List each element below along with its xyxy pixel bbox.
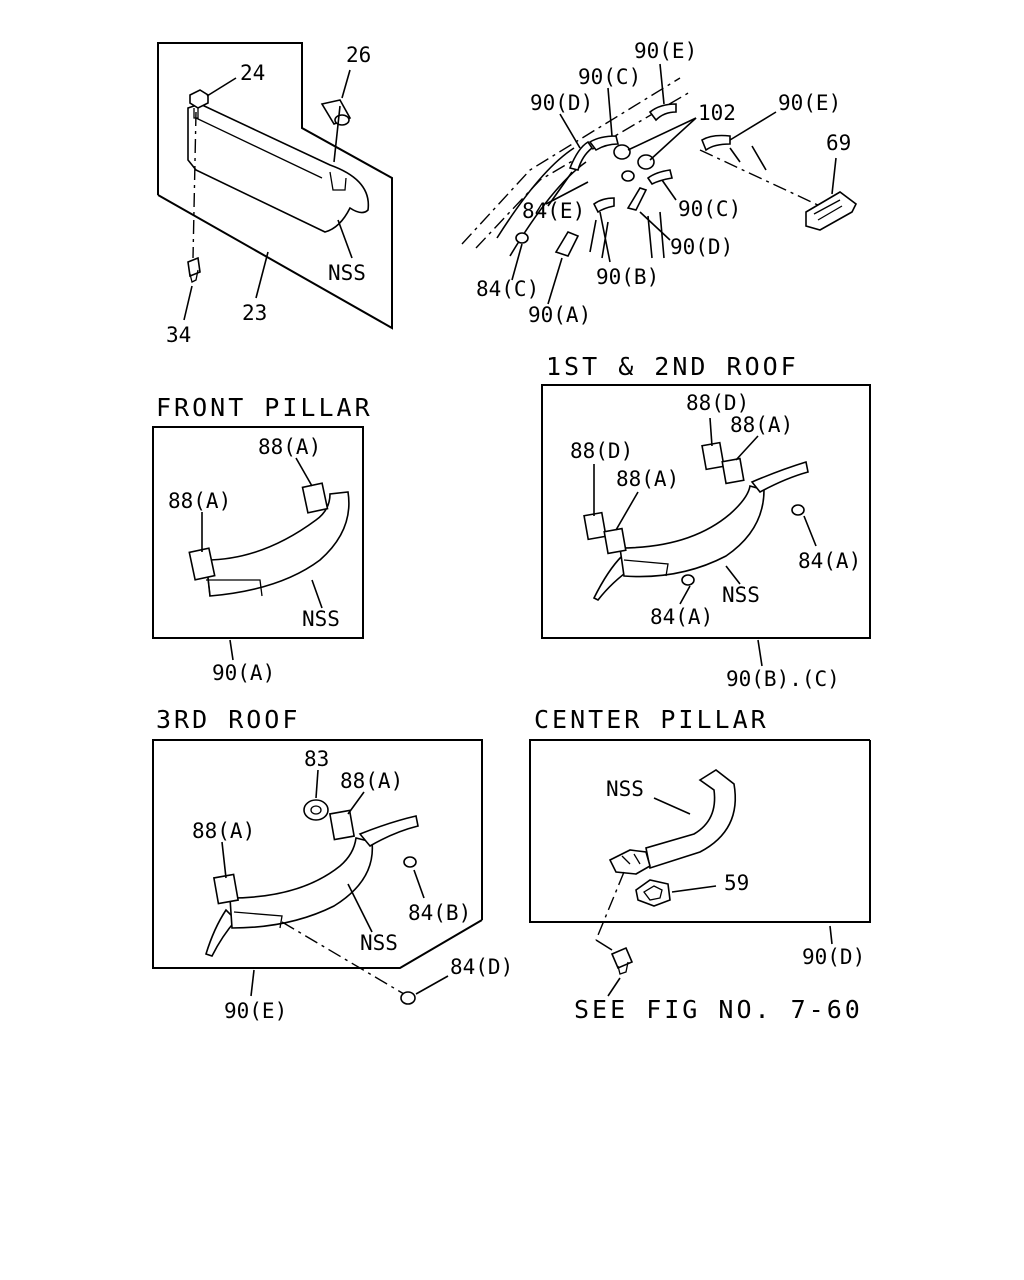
label-nss-front: NSS bbox=[302, 607, 340, 631]
label-90a-front: 90(A) bbox=[212, 661, 275, 685]
label-34: 34 bbox=[166, 323, 191, 347]
label-84a-roof12-right: 84(A) bbox=[798, 549, 861, 573]
label-90d-top: 90(D) bbox=[530, 91, 593, 115]
label-nss-roof12: NSS bbox=[722, 583, 760, 607]
label-83: 83 bbox=[304, 747, 329, 771]
roof-3rd-panel bbox=[152, 739, 483, 1005]
label-84b-roof3: 84(B) bbox=[408, 901, 471, 925]
label-nss-roof3: NSS bbox=[360, 931, 398, 955]
label-nss-sunvisor: NSS bbox=[328, 261, 366, 285]
label-84d-roof3: 84(D) bbox=[450, 955, 513, 979]
label-24: 24 bbox=[240, 61, 265, 85]
label-88a-roof3-left: 88(A) bbox=[192, 819, 255, 843]
reference-note: SEE FIG NO. 7-60 bbox=[574, 995, 863, 1024]
label-88a-front-left: 88(A) bbox=[168, 489, 231, 513]
label-88a-roof12-left: 88(A) bbox=[616, 467, 679, 491]
label-102: 102 bbox=[698, 101, 736, 125]
label-84a-roof12-bottom: 84(A) bbox=[650, 605, 713, 629]
label-84c: 84(C) bbox=[476, 277, 539, 301]
label-26: 26 bbox=[346, 43, 371, 67]
label-90e-right: 90(E) bbox=[778, 91, 841, 115]
label-90c-mid: 90(C) bbox=[678, 197, 741, 221]
label-88d-roof12-left: 88(D) bbox=[570, 439, 633, 463]
label-90d-mid: 90(D) bbox=[670, 235, 733, 259]
label-90d-center: 90(D) bbox=[802, 945, 865, 969]
label-69: 69 bbox=[826, 131, 851, 155]
label-90a: 90(A) bbox=[528, 303, 591, 327]
label-90b: 90(B) bbox=[596, 265, 659, 289]
label-nss-center: NSS bbox=[606, 777, 644, 801]
label-88a-roof3-top: 88(A) bbox=[340, 769, 403, 793]
label-84e: 84(E) bbox=[522, 199, 585, 223]
front-pillar-panel bbox=[152, 426, 364, 661]
label-23: 23 bbox=[242, 301, 267, 325]
section-title-front-pillar: FRONT PILLAR bbox=[156, 393, 373, 422]
section-title-1st-2nd-roof: 1ST & 2ND ROOF bbox=[546, 352, 799, 381]
label-90c-top: 90(C) bbox=[578, 65, 641, 89]
center-pillar-panel bbox=[529, 739, 871, 997]
label-88d-roof12-top: 88(D) bbox=[686, 391, 749, 415]
label-59: 59 bbox=[724, 871, 749, 895]
label-88a-roof12-top: 88(A) bbox=[730, 413, 793, 437]
label-90bc-roof12: 90(B).(C) bbox=[726, 667, 840, 691]
section-title-3rd-roof: 3RD ROOF bbox=[156, 705, 300, 734]
label-90e-top: 90(E) bbox=[634, 39, 697, 63]
vehicle-body-overview bbox=[461, 63, 858, 305]
sunvisor-assembly bbox=[157, 42, 393, 330]
label-88a-front-top: 88(A) bbox=[258, 435, 321, 459]
roof-1st-2nd-panel bbox=[541, 384, 871, 667]
label-90e-roof3: 90(E) bbox=[224, 999, 287, 1023]
section-title-center-pillar: CENTER PILLAR bbox=[534, 705, 769, 734]
